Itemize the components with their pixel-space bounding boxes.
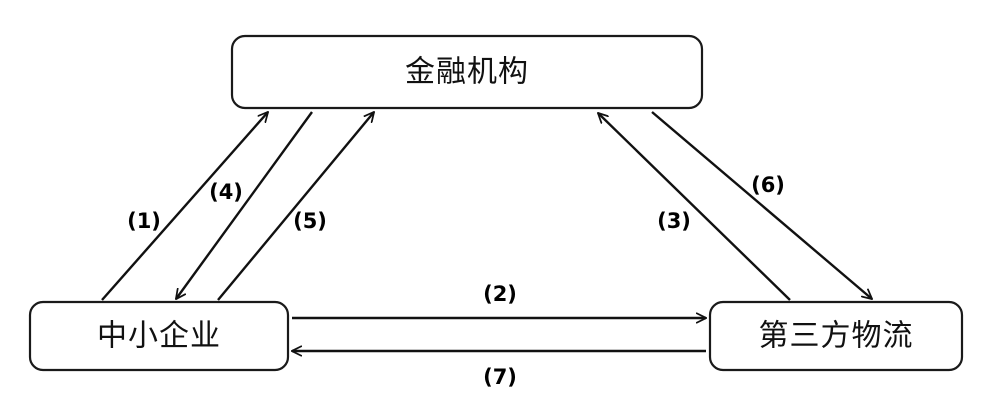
node-third-party-logistics[interactable]: 第三方物流	[708, 300, 964, 372]
flow-3-arrow[interactable]	[598, 113, 791, 301]
flow-1-arrow[interactable]	[101, 112, 268, 301]
flow-2-group[interactable]: (2)	[292, 282, 706, 318]
financial-institution-label: 金融机构	[405, 55, 529, 90]
flow-7-group[interactable]: (7)	[292, 351, 706, 389]
flow-4-group[interactable]: (4)	[176, 111, 313, 299]
flow-6-group[interactable]: (6)	[651, 111, 872, 299]
flow-6-arrow[interactable]	[651, 111, 872, 299]
node-sme[interactable]: 中小企业	[28, 300, 290, 372]
third-party-logistics-label: 第三方物流	[759, 319, 914, 354]
flow-5-label: (5)	[293, 209, 327, 233]
sme-label: 中小企业	[97, 319, 221, 354]
flow-6-label: (6)	[751, 173, 785, 197]
flow-1-group[interactable]: (1)	[101, 112, 268, 301]
flow-4-label: (4)	[209, 180, 243, 204]
flow-3-label: (3)	[657, 209, 691, 233]
flow-7-label: (7)	[483, 365, 517, 389]
flow-1-label: (1)	[127, 209, 161, 233]
flow-5-arrow[interactable]	[217, 112, 374, 301]
third-party-logistics-box[interactable]	[708, 300, 964, 372]
sme-box[interactable]	[28, 300, 290, 372]
flow-4-arrow[interactable]	[176, 111, 313, 299]
node-financial-institution[interactable]: 金融机构	[230, 34, 704, 110]
flow-3-group[interactable]: (3)	[598, 113, 791, 301]
flow-2-label: (2)	[483, 282, 517, 306]
financial-institution-box[interactable]	[230, 34, 704, 110]
flow-5-group[interactable]: (5)	[217, 112, 374, 301]
